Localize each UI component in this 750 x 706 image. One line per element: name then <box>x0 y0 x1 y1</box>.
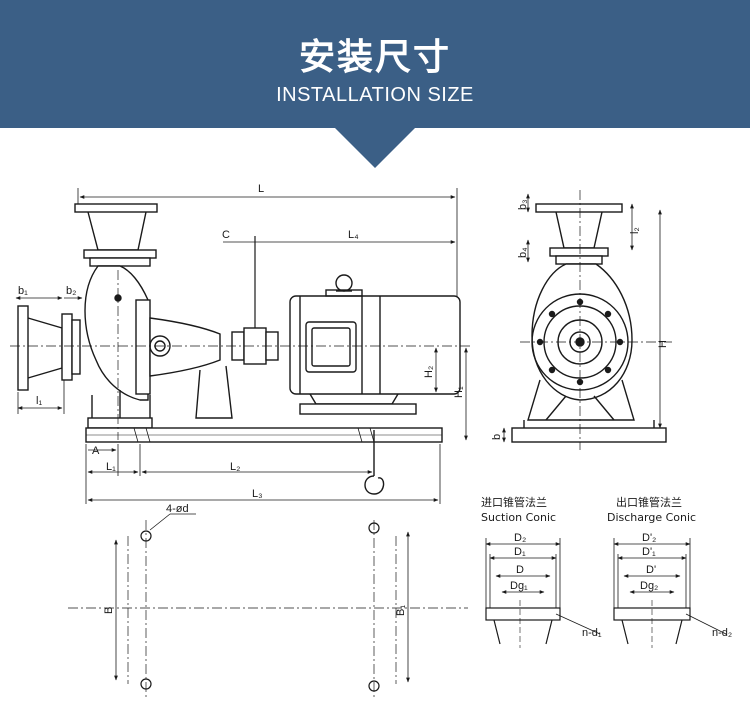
dim-L4: L₄ <box>348 229 359 241</box>
discharge-flange <box>613 538 727 648</box>
suction-bolts: n-d₁ <box>582 627 602 639</box>
dim-l2: l₂ <box>629 227 641 234</box>
dim-H: H <box>657 340 669 348</box>
foundation-plan <box>68 513 468 700</box>
suction-d2: D₂ <box>514 532 526 544</box>
suction-flange <box>485 538 601 648</box>
dim-L1: L₁ <box>106 461 116 473</box>
dim-B1: B₁ <box>395 605 407 616</box>
dim-b1: b₁ <box>18 285 28 297</box>
suction-title-en: Suction Conic <box>481 511 556 524</box>
dim-l1: l₁ <box>36 395 42 407</box>
discharge-d2: D'₂ <box>642 532 656 544</box>
discharge-dg: Dg₂ <box>640 580 658 592</box>
dim-holes: 4-ød <box>166 503 189 515</box>
suction-title-cn: 进口锥管法兰 <box>481 495 547 509</box>
discharge-title-en: Discharge Conic <box>607 511 696 524</box>
banner-subtitle: INSTALLATION SIZE <box>276 84 474 106</box>
end-view <box>502 190 672 450</box>
dim-C: C <box>222 229 230 241</box>
dim-b2: b₂ <box>66 285 76 297</box>
discharge-title-cn: 出口锥管法兰 <box>616 495 682 509</box>
header-banner: 安装尺寸 INSTALLATION SIZE <box>0 0 750 168</box>
suction-d: D <box>516 564 524 576</box>
dim-L3: L₃ <box>252 488 263 500</box>
dim-b: b <box>491 434 503 440</box>
banner-shape <box>0 0 750 168</box>
dim-A: A <box>92 445 100 457</box>
dim-H2: H₂ <box>423 366 435 378</box>
suction-dg: Dg₁ <box>510 580 528 592</box>
dim-b4: b₄ <box>517 247 529 258</box>
dim-B: B <box>103 607 115 614</box>
dim-H1: H₁ <box>453 386 465 398</box>
dim-b3: b₃ <box>517 199 529 210</box>
side-view <box>10 188 472 504</box>
dim-L: L <box>258 183 264 195</box>
discharge-d1: D'₁ <box>642 546 656 558</box>
dim-L2: L₂ <box>230 461 240 473</box>
discharge-bolts: n-d₂ <box>712 627 732 639</box>
banner-title: 安装尺寸 <box>298 37 451 78</box>
suction-d1: D₁ <box>514 546 526 558</box>
discharge-d: D' <box>646 564 656 576</box>
